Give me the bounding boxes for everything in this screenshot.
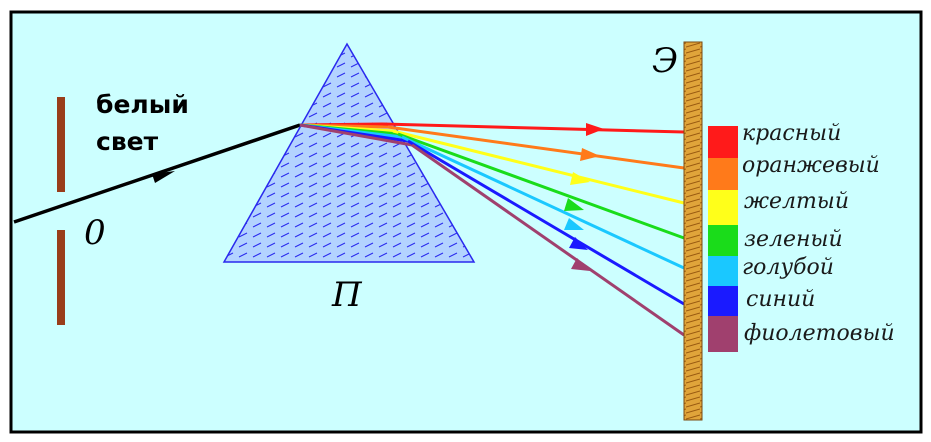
swatch-blue	[708, 286, 738, 316]
swatch-orange	[708, 158, 738, 190]
incident-arrow-icon	[152, 171, 175, 183]
internal-beams	[299, 122, 413, 147]
swatch-violet	[708, 316, 738, 352]
arrow-yellow-icon	[570, 172, 590, 185]
label-violet: фиолетовый	[744, 321, 895, 346]
swatch-lightblue	[708, 256, 738, 286]
label-red: красный	[742, 121, 841, 146]
screen	[683, 41, 703, 421]
label-orange: оранжевый	[742, 153, 880, 178]
spectrum-swatches	[708, 126, 738, 352]
white-light-label-line2: свет	[96, 127, 159, 156]
arrow-red-icon	[586, 123, 604, 136]
prism	[222, 42, 476, 263]
ray-green	[397, 132, 685, 240]
arrow-orange-icon	[580, 148, 600, 161]
prism-label: П	[331, 275, 363, 315]
ray-red	[382, 122, 685, 134]
spectrum-labels: красный оранжевый желтый зеленый голубой…	[742, 121, 895, 346]
slit-label: 0	[84, 213, 106, 253]
slit-top-wall	[57, 97, 65, 192]
ray-lightblue	[401, 135, 685, 270]
label-yellow: желтый	[744, 189, 849, 214]
background-panel	[9, 10, 923, 434]
ray-yellow	[392, 129, 685, 205]
label-lightblue: голубой	[742, 255, 834, 280]
label-blue: синий	[746, 287, 815, 312]
white-light-label-line1: белый	[96, 90, 189, 119]
ray-violet	[411, 143, 685, 337]
arrow-lightblue-icon	[564, 218, 584, 230]
arrow-violet-icon	[571, 258, 590, 271]
ray-arrows	[564, 123, 604, 271]
slit-bottom-wall	[57, 230, 65, 325]
arrow-blue-icon	[569, 237, 588, 250]
swatch-green	[708, 225, 738, 256]
label-green: зеленый	[744, 227, 843, 252]
swatch-yellow	[708, 190, 738, 225]
ray-blue	[407, 139, 685, 306]
ray-orange	[387, 125, 685, 170]
screen-label: Э	[652, 41, 678, 81]
arrow-green-icon	[564, 198, 584, 211]
swatch-red	[708, 126, 738, 158]
dispersed-rays	[382, 122, 685, 337]
